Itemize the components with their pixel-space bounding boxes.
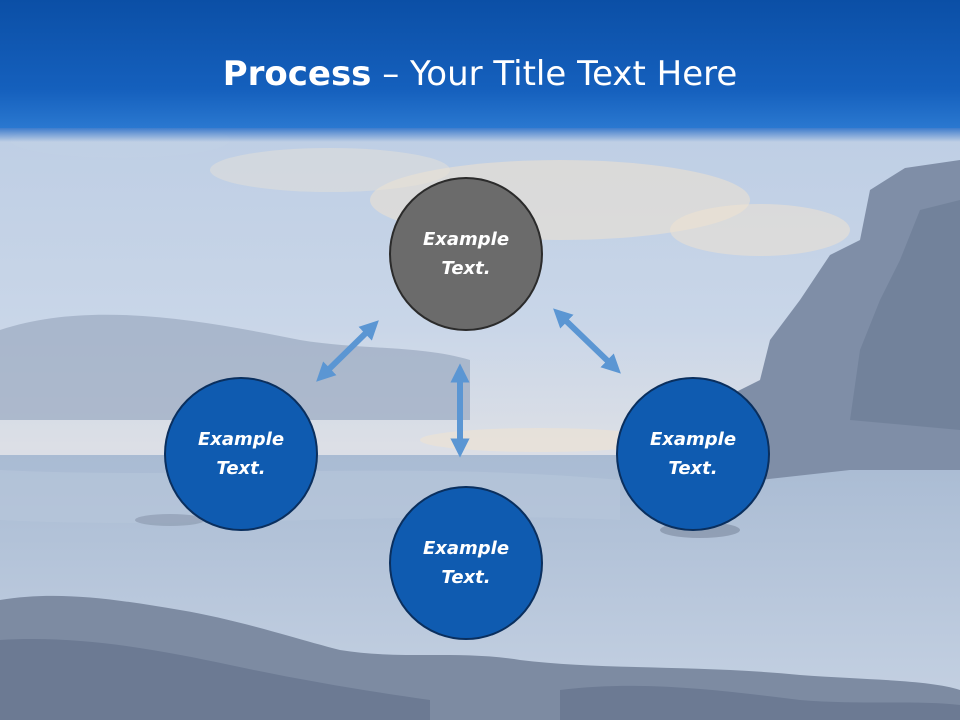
process-node-left: Example Text. [164, 377, 318, 531]
slide-title: Process – Your Title Text Here [0, 52, 960, 96]
process-node-right: Example Text. [616, 377, 770, 531]
node-text-line1: Example [422, 538, 510, 559]
node-text-line2: Text. [668, 458, 718, 479]
node-text-line1: Example [422, 229, 510, 250]
process-node-bottom: Example Text. [389, 486, 543, 640]
node-text-line2: Text. [441, 258, 491, 279]
process-node-top: Example Text. [389, 177, 543, 331]
node-text-line2: Text. [216, 458, 266, 479]
title-rest: – Your Title Text Here [371, 54, 738, 94]
node-text-line1: Example [649, 429, 737, 450]
title-bar [0, 0, 960, 142]
node-text-line1: Example [197, 429, 285, 450]
node-text-line2: Text. [441, 567, 491, 588]
title-strong: Process [222, 54, 372, 94]
